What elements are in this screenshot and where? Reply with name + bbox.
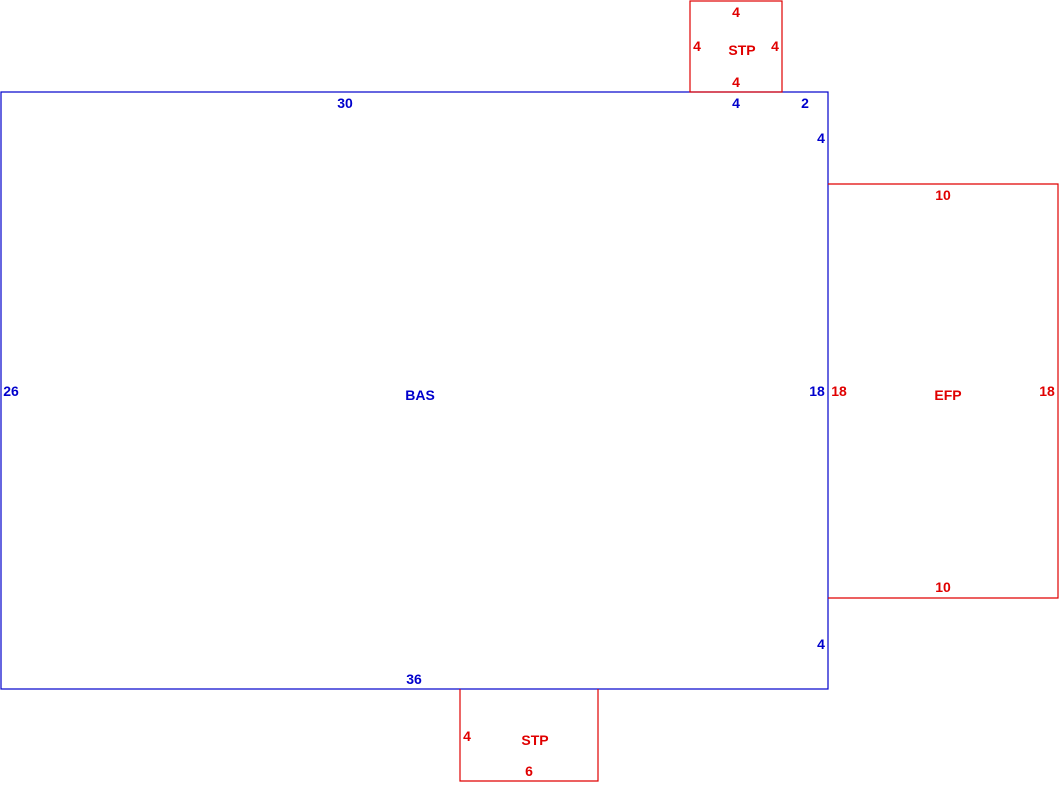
bas-dim-right-mid: 18 [809, 383, 825, 399]
bas-dim-top-left: 30 [337, 95, 353, 111]
bas-dim-right-lower: 4 [817, 636, 825, 652]
efp-dim-right: 18 [1039, 383, 1055, 399]
bas-dim-right-upper: 4 [817, 130, 825, 146]
efp-dim-top: 10 [935, 187, 951, 203]
area-stp-top: STP 4 4 4 4 [689, 0, 783, 93]
stp-bottom-label: STP [521, 732, 548, 748]
bas-dim-top-right: 2 [801, 95, 809, 111]
stp-top-outline [689, 0, 783, 93]
efp-dim-left: 18 [831, 383, 847, 399]
stp-top-label: STP [728, 42, 755, 58]
stp-bottom-outline [459, 689, 599, 782]
stp-top-dim-bottom: 4 [732, 74, 740, 90]
efp-label: EFP [934, 387, 961, 403]
bas-dim-top-mid: 4 [732, 95, 740, 111]
area-bas: BAS 30 4 2 4 18 4 36 26 [0, 91, 829, 690]
stp-bottom-dim-bottom: 6 [525, 763, 533, 779]
bas-label: BAS [405, 387, 435, 403]
stp-top-dim-left: 4 [693, 38, 701, 54]
efp-outline [828, 183, 1059, 599]
stp-top-dim-right: 4 [771, 38, 779, 54]
stp-top-dim-top: 4 [732, 4, 740, 20]
area-stp-bottom: STP 4 6 [459, 689, 599, 782]
bas-dim-bottom: 36 [406, 671, 422, 687]
bas-dim-left: 26 [3, 383, 19, 399]
bas-outline [0, 91, 829, 690]
efp-dim-bottom: 10 [935, 579, 951, 595]
stp-bottom-dim-left: 4 [463, 728, 471, 744]
area-efp: EFP 10 18 18 10 [828, 183, 1059, 599]
